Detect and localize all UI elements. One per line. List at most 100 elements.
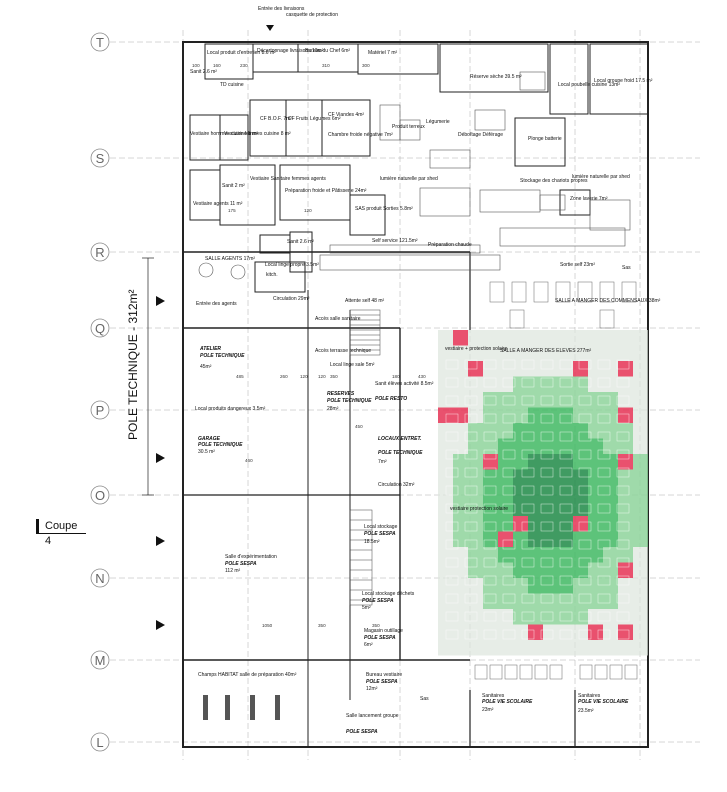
room-stockage-chariots: Stockage des chariots propres bbox=[520, 178, 588, 184]
heatmap-cell bbox=[588, 407, 603, 423]
agent-tables bbox=[198, 262, 246, 280]
heatmap-cell bbox=[588, 423, 603, 439]
room-bureau-vest-pole: POLE SESPA bbox=[366, 679, 398, 685]
heatmap-cell bbox=[438, 547, 453, 563]
heatmap-cell bbox=[498, 640, 513, 656]
dimension-label: 430 bbox=[418, 374, 426, 379]
dining-table bbox=[540, 449, 554, 460]
dimension-label: 160 bbox=[213, 63, 221, 68]
dining-table bbox=[521, 485, 535, 496]
heatmap-cell bbox=[513, 640, 528, 656]
dining-table bbox=[540, 611, 554, 622]
grid-letter-m: M bbox=[95, 653, 106, 668]
dining-table bbox=[616, 395, 630, 406]
dining-table bbox=[540, 395, 554, 406]
dining-table bbox=[464, 575, 478, 586]
room-bureau-chef: Bureau du Chef 6m² bbox=[305, 48, 350, 54]
heatmap-cell bbox=[513, 376, 528, 392]
heatmap-cell bbox=[573, 454, 588, 470]
heatmap-cell bbox=[468, 423, 483, 439]
room-lumiere-2: lumière naturelle par shed bbox=[572, 174, 630, 180]
heatmap-cell bbox=[513, 624, 528, 640]
heatmap-cell bbox=[603, 330, 618, 346]
room-sas-top: Sas bbox=[622, 265, 631, 271]
heatmap-cell bbox=[543, 485, 558, 501]
heatmap-cell bbox=[588, 345, 603, 361]
heatmap-cell bbox=[603, 469, 618, 485]
heatmap-cell bbox=[528, 469, 543, 485]
heatmap-cell bbox=[543, 531, 558, 547]
heatmap-cell bbox=[528, 593, 543, 609]
heatmap-cell bbox=[513, 578, 528, 594]
heatmap-cell bbox=[528, 547, 543, 563]
dining-table bbox=[616, 629, 630, 640]
heatmap-cell bbox=[453, 624, 468, 640]
dining-table bbox=[502, 413, 516, 424]
heatmap-cell bbox=[483, 485, 498, 501]
room-bureau-vestiaire: Bureau vestiaire bbox=[366, 672, 402, 678]
room-locaux-entret-area: 7m² bbox=[378, 459, 387, 465]
heatmap-cell bbox=[483, 330, 498, 346]
heatmap-cell bbox=[498, 624, 513, 640]
room-legumerie: Légumerie bbox=[426, 119, 450, 125]
dining-table bbox=[502, 359, 516, 370]
room-lumiere-1: lumière naturelle par shed bbox=[380, 176, 438, 182]
dining-table bbox=[483, 593, 497, 604]
heatmap-cell bbox=[438, 469, 453, 485]
heatmap-cell bbox=[498, 423, 513, 439]
heatmap-cell bbox=[603, 531, 618, 547]
kitchen-partitions bbox=[189, 43, 649, 293]
dimension-label: 175 bbox=[228, 208, 236, 213]
dining-table bbox=[578, 395, 592, 406]
heatmap-cell bbox=[588, 547, 603, 563]
heatmap-cell bbox=[528, 376, 543, 392]
heatmap-cell bbox=[438, 330, 453, 346]
dining-table bbox=[540, 593, 554, 604]
dining-table bbox=[464, 503, 478, 514]
heatmap-cell bbox=[483, 547, 498, 563]
dining-table bbox=[502, 503, 516, 514]
heatmap-cell bbox=[468, 454, 483, 470]
heatmap-cell bbox=[603, 500, 618, 516]
dining-table bbox=[559, 395, 573, 406]
grid-letter-q: Q bbox=[95, 321, 105, 336]
heatmap-cell bbox=[513, 562, 528, 578]
heatmap-cell bbox=[633, 469, 648, 485]
room-salle-manger-comm: SALLE A MANGER DES COMMENSAUX 38m² bbox=[555, 298, 661, 304]
heatmap-cell bbox=[543, 454, 558, 470]
dining-table bbox=[540, 557, 554, 568]
heatmap-cell bbox=[543, 345, 558, 361]
dimension-label: 350 bbox=[318, 623, 326, 628]
heatmap-cell bbox=[528, 516, 543, 532]
room-entree-agents: Entrée des agents bbox=[196, 301, 237, 307]
dining-table bbox=[616, 467, 630, 478]
heatmap-cell bbox=[468, 516, 483, 532]
heatmap-cell bbox=[573, 330, 588, 346]
heatmap-cell bbox=[528, 624, 543, 640]
dining-table bbox=[464, 593, 478, 604]
heatmap-cell bbox=[513, 531, 528, 547]
commensaux-tables bbox=[489, 281, 637, 329]
heatmap-cell bbox=[438, 531, 453, 547]
heatmap-cell bbox=[513, 547, 528, 563]
heatmap-cell bbox=[618, 485, 633, 501]
heatmap-cell bbox=[453, 361, 468, 377]
dining-table bbox=[597, 611, 611, 622]
dining-table bbox=[578, 539, 592, 550]
heatmap-cell bbox=[468, 593, 483, 609]
heatmap-cell bbox=[633, 562, 648, 578]
dining-table bbox=[616, 557, 630, 568]
heatmap-cell bbox=[618, 454, 633, 470]
heatmap-cell bbox=[573, 578, 588, 594]
dining-table bbox=[578, 629, 592, 640]
heatmap-cell bbox=[528, 454, 543, 470]
dining-table bbox=[502, 611, 516, 622]
heatmap-cell bbox=[543, 640, 558, 656]
heatmap-cell bbox=[588, 578, 603, 594]
dining-table bbox=[502, 377, 516, 388]
room-local-linge-propre: Local linge propre 3.5m² bbox=[265, 262, 319, 268]
dimension-label: 350 bbox=[372, 623, 380, 628]
heatmap-cell bbox=[483, 454, 498, 470]
dining-table bbox=[483, 575, 497, 586]
dining-table bbox=[540, 431, 554, 442]
